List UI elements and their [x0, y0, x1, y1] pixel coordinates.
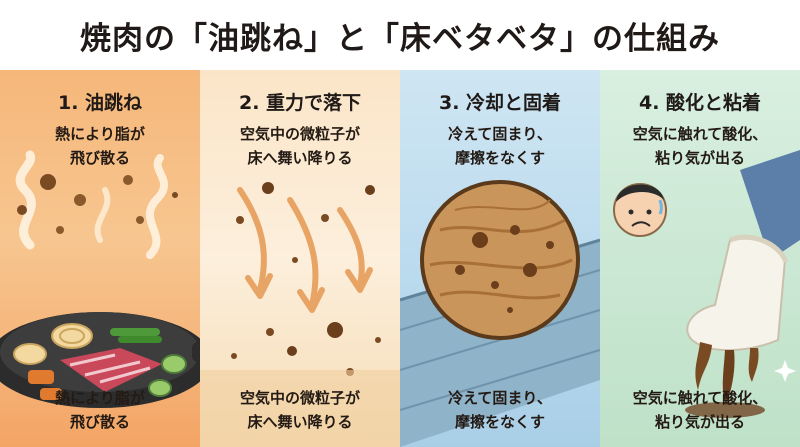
grill-illustration — [0, 150, 200, 408]
panel-oxidation-stickiness: 4. 酸化と粘着 空気に触れて酸化、 粘り気が出る 空気に触れて酸化、 粘り気が… — [600, 70, 800, 447]
step-1-description: 熱により脂が 飛び散る — [55, 125, 145, 167]
step-1-caption: 熱により脂が 飛び散る — [55, 389, 145, 431]
step-panels: 1. 油跳ね 熱により脂が 飛び散る 熱により脂が 飛び散る — [0, 70, 800, 447]
step-4-heading: 4. 酸化と粘着 — [638, 92, 762, 114]
panel-oil-splatter: 1. 油跳ね 熱により脂が 飛び散る 熱により脂が 飛び散る — [0, 70, 200, 447]
title-bar: 焼肉の「油跳ね」と「床ベタベタ」の仕組み — [0, 0, 800, 70]
floor-closeup-illustration — [400, 180, 600, 447]
step-4-description: 空気に触れて酸化、 粘り気が出る — [632, 125, 768, 167]
step-4-caption: 空気に触れて酸化、 粘り気が出る — [632, 389, 768, 431]
step-3-heading: 3. 冷却と固着 — [438, 92, 562, 114]
panel-cooling-adhesion: 3. 冷却と固着 冷えて固まり、 摩擦をなくす 冷えて固まり、 摩擦をなくす — [400, 70, 600, 447]
step-2-description: 空気中の微粒子が 床へ舞い降りる — [239, 125, 360, 167]
step-3-description: 冷えて固まり、 摩擦をなくす — [448, 125, 552, 167]
step-1-heading: 1. 油跳ね — [57, 92, 143, 114]
step-3-caption: 冷えて固まり、 摩擦をなくす — [448, 389, 552, 431]
sticky-sock-illustration — [613, 150, 800, 418]
falling-particles-illustration — [200, 182, 400, 447]
step-2-caption: 空気中の微粒子が 床へ舞い降りる — [239, 389, 360, 431]
page-title: 焼肉の「油跳ね」と「床ベタベタ」の仕組み — [80, 20, 720, 57]
step-2-heading: 2. 重力で落下 — [238, 92, 362, 114]
panel-gravity-fall: 2. 重力で落下 空気中の微粒子が 床へ舞い降りる 空気中の微粒子が 床へ舞い降… — [200, 70, 400, 447]
